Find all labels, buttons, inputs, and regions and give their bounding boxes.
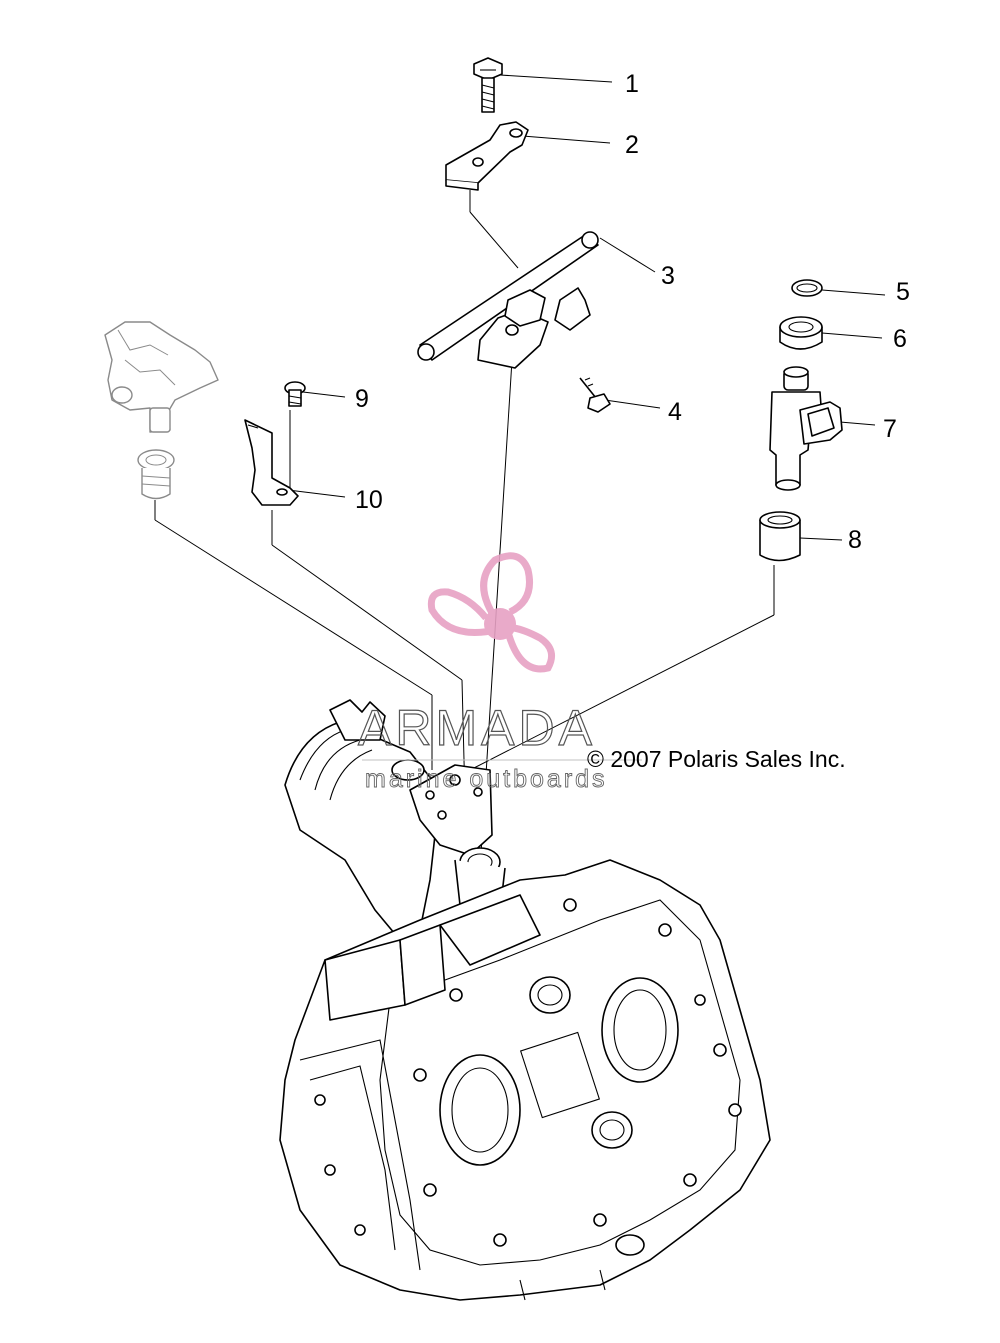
callout-label-10: 10 bbox=[355, 486, 383, 514]
callout-label-6: 6 bbox=[893, 325, 907, 353]
callout-label-3: 3 bbox=[661, 262, 675, 290]
fuel-rail-part-3 bbox=[417, 231, 599, 369]
cylinder-head bbox=[279, 859, 771, 1301]
copyright-text: © 2007 Polaris Sales Inc. bbox=[587, 746, 846, 772]
bracket-part-10 bbox=[244, 419, 299, 506]
callout-label-9: 9 bbox=[355, 385, 369, 413]
screw-part-4 bbox=[579, 377, 611, 413]
callout-label-2: 2 bbox=[625, 131, 639, 159]
callout-label-4: 4 bbox=[668, 398, 682, 426]
ghosted-plug bbox=[137, 449, 175, 500]
callout-label-7: 7 bbox=[883, 415, 897, 443]
bracket-part-2 bbox=[445, 121, 529, 191]
fuel-injector-part-7 bbox=[769, 366, 843, 491]
screw-part-9 bbox=[284, 381, 306, 407]
bolt-part-1 bbox=[473, 57, 503, 113]
spacer-part-8 bbox=[759, 511, 801, 562]
callout-label-1: 1 bbox=[625, 70, 639, 98]
o-ring-part-5 bbox=[791, 279, 823, 297]
callout-label-5: 5 bbox=[896, 278, 910, 306]
watermark-tagline: marine outboards bbox=[365, 765, 608, 793]
propeller-logo-icon bbox=[427, 552, 556, 673]
seal-part-6 bbox=[779, 316, 823, 350]
callout-label-8: 8 bbox=[848, 526, 862, 554]
ghosted-sensor bbox=[104, 321, 219, 433]
watermark-brand: ARMADA bbox=[358, 700, 596, 756]
